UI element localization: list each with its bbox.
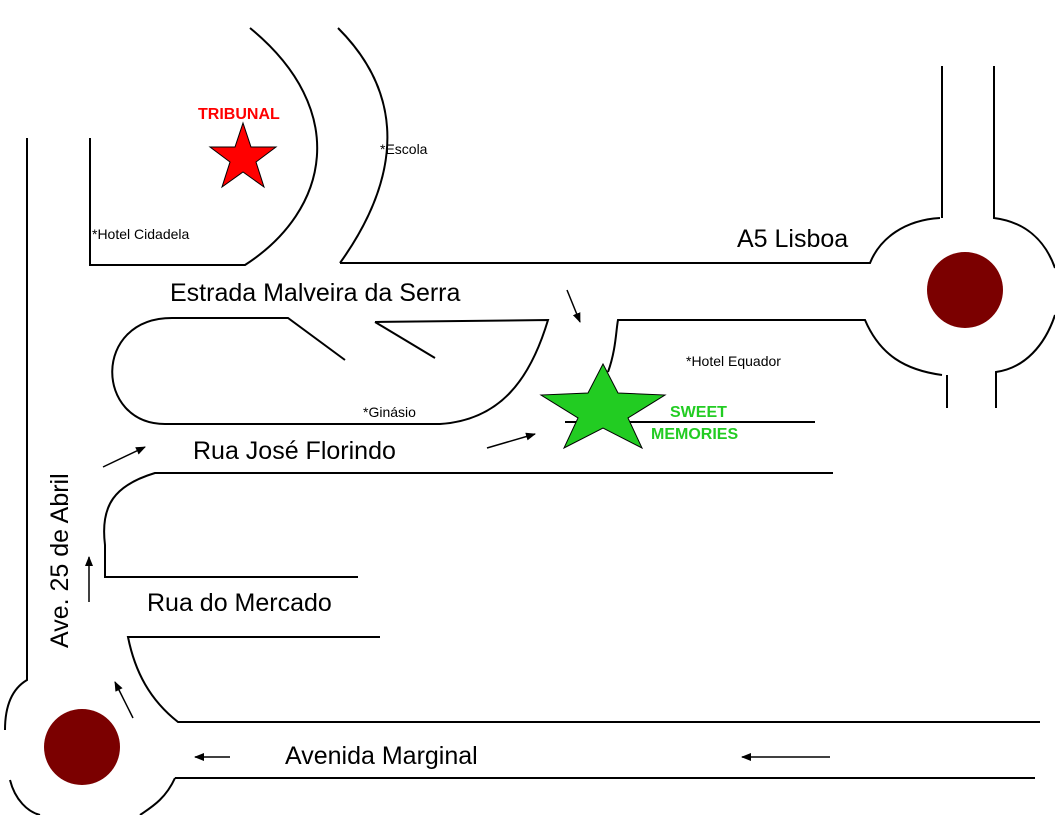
road-edge: [172, 317, 346, 361]
road-edge: [111, 317, 550, 425]
street-label-estrada: Estrada Malveira da Serra: [170, 279, 461, 307]
road-edge: [607, 319, 943, 376]
street-label-ave25: Ave. 25 de Abril: [46, 473, 74, 648]
road-edge: [139, 777, 176, 815]
landmark-hotel-equador: *Hotel Equador: [686, 353, 781, 369]
roundabout-right: [927, 252, 1003, 328]
road-edge: [9, 779, 41, 815]
direction-arrow: [114, 681, 134, 719]
direction-arrow: [102, 446, 146, 468]
road-edge: [995, 314, 1055, 408]
direction-arrow: [486, 432, 536, 449]
road-edge: [340, 217, 941, 264]
road-edge: [337, 27, 389, 264]
tribunal-star-icon: [208, 121, 278, 189]
sweet-memories-label: MEMORIES: [651, 426, 738, 443]
road-edge: [103, 472, 833, 578]
roundabout-left: [44, 709, 120, 785]
street-label-jose-florindo: Rua José Florindo: [193, 437, 396, 465]
road-edge: [89, 27, 319, 266]
landmark-hotel-cidadela: *Hotel Cidadela: [92, 226, 189, 242]
road-edge: [126, 636, 1040, 723]
road-edge: [374, 321, 436, 359]
direction-arrow: [566, 289, 581, 323]
street-label-a5: A5 Lisboa: [737, 225, 848, 253]
road-edge: [4, 138, 28, 731]
landmark-escola: *Escola: [380, 141, 428, 157]
street-label-mercado: Rua do Mercado: [147, 589, 332, 617]
sweet-memories-label: SWEET: [670, 404, 727, 421]
road-edge: [993, 66, 1055, 269]
landmark-ginasio: *Ginásio: [363, 404, 416, 420]
tribunal-label: TRIBUNAL: [198, 106, 280, 123]
street-label-marginal: Avenida Marginal: [285, 742, 478, 770]
sweet-memories-star-icon: [539, 362, 667, 450]
